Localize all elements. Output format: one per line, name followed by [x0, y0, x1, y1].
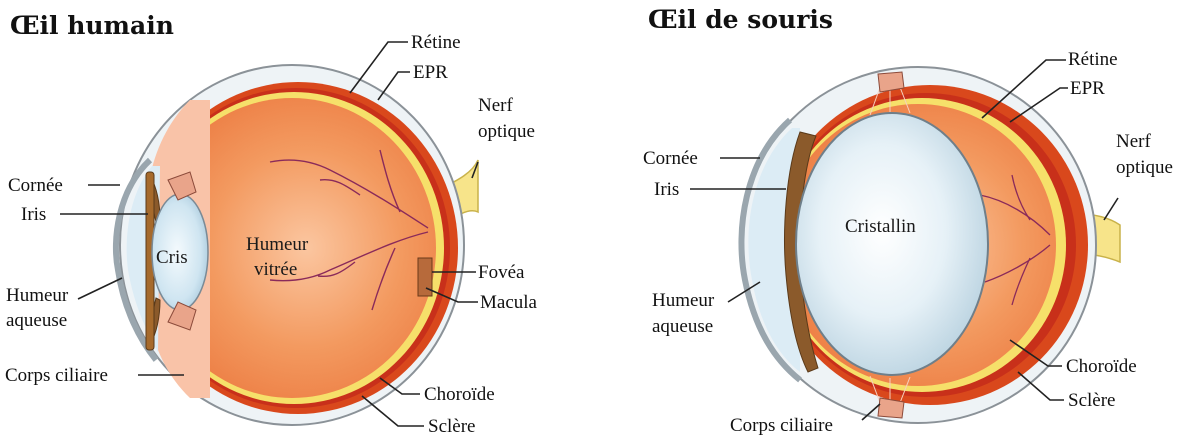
label-mouse-humeur-aq-1: Humeur: [652, 290, 715, 311]
label-human-iris: Iris: [21, 204, 46, 225]
label-mouse-sclere: Sclère: [1068, 390, 1115, 411]
label-human-nerf-1: Nerf: [478, 95, 513, 116]
label-mouse-retine: Rétine: [1068, 49, 1118, 70]
label-human-macula: Macula: [480, 292, 538, 313]
label-human-retine: Rétine: [411, 32, 461, 53]
label-mouse-epr: EPR: [1070, 78, 1105, 99]
label-mouse-humeur-aq-2: aqueuse: [652, 316, 713, 337]
leader-mouse-nerf: [1104, 198, 1118, 220]
label-mouse-cristallin: Cristallin: [845, 216, 916, 237]
label-human-humeur-aq-1: Humeur: [6, 285, 69, 306]
label-human-epr: EPR: [413, 62, 448, 83]
label-human-humeur-vit-1: Humeur: [246, 234, 309, 255]
mouse-eye-title: Œil de souris: [648, 5, 833, 34]
label-mouse-nerf-1: Nerf: [1116, 131, 1151, 152]
mouse-ciliary-body-top: [878, 72, 904, 92]
human-eye-title: Œil humain: [10, 11, 174, 40]
label-human-corps-ciliaire: Corps ciliaire: [5, 365, 108, 386]
mouse-ciliary-body-bottom: [878, 398, 904, 418]
label-human-cornee: Cornée: [8, 175, 63, 196]
mouse-eye: [740, 67, 1120, 423]
label-mouse-corps-ciliaire: Corps ciliaire: [730, 415, 833, 436]
leader-human-humeur-aq: [78, 278, 122, 299]
label-mouse-choroide: Choroïde: [1066, 356, 1137, 377]
label-human-nerf-2: optique: [478, 121, 535, 142]
mouse-lens: [796, 113, 988, 375]
label-mouse-nerf-2: optique: [1116, 157, 1173, 178]
label-mouse-iris: Iris: [654, 179, 679, 200]
label-human-humeur-aq-2: aqueuse: [6, 310, 67, 331]
label-human-cris: Cris: [156, 247, 188, 268]
label-human-humeur-vit-2: vitrée: [254, 259, 297, 280]
label-human-fovea: Fovéa: [478, 262, 525, 283]
label-mouse-cornee: Cornée: [643, 148, 698, 169]
label-human-choroide: Choroïde: [424, 384, 495, 405]
label-human-sclere: Sclère: [428, 416, 475, 437]
